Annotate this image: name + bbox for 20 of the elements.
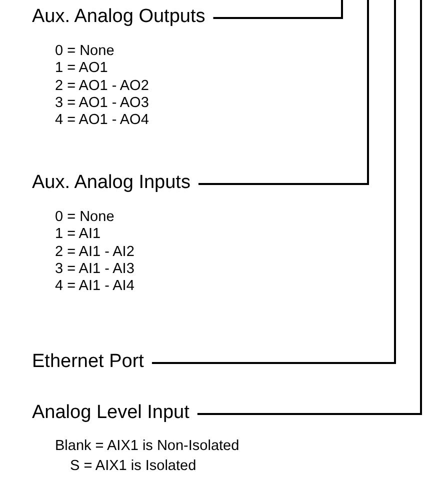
option-text: 2 = AI1 - AI2: [55, 244, 134, 261]
heading-label: Aux. Analog Outputs: [32, 6, 206, 28]
option-text: 3 = AO1 - AO3: [55, 94, 149, 112]
leader-line: [213, 0, 343, 19]
leader-line: [198, 0, 369, 185]
option-text: S = AIX1 is Isolated: [70, 458, 196, 475]
leader-line: [152, 0, 396, 364]
option-text: 0 = None: [55, 209, 114, 226]
heading-label: Analog Level Input: [32, 402, 190, 424]
option-text: 2 = AO1 - AO2: [55, 78, 149, 95]
option-text: 3 = AI1 - AI3: [55, 260, 134, 278]
option-text: Blank = AIX1 is Non-Isolated: [55, 438, 240, 455]
option-text: 1 = AI1: [55, 226, 101, 244]
option-text: 1 = AO1: [55, 60, 108, 78]
leader-line: [197, 0, 422, 415]
option-text: 4 = AO1 - AO4: [55, 112, 149, 130]
heading-label: Ethernet Port: [32, 351, 144, 373]
option-text: 0 = None: [55, 43, 114, 60]
heading-label: Aux. Analog Inputs: [32, 172, 190, 194]
option-text: 4 = AI1 - AI4: [55, 278, 134, 296]
